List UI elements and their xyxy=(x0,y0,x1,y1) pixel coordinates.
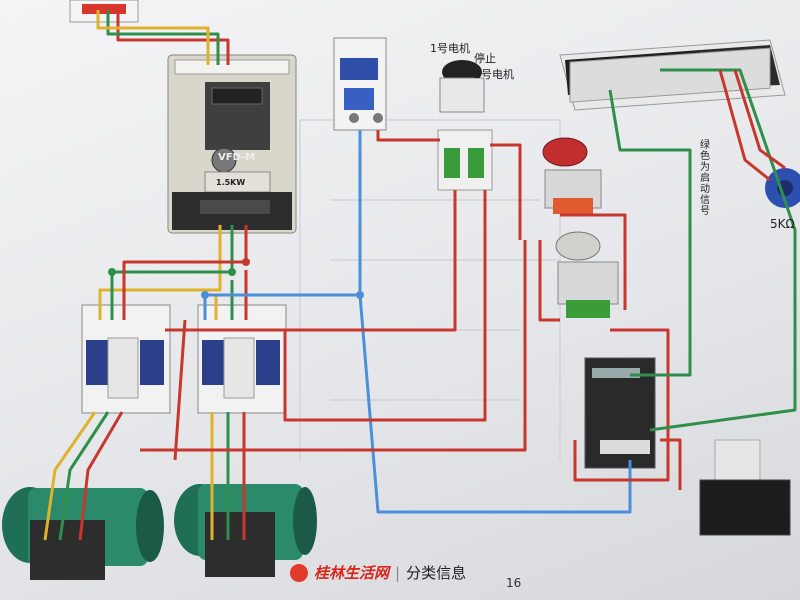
watermark-brand: 桂林生活网 xyxy=(314,564,390,582)
relay-socket xyxy=(699,439,791,536)
stop-label: 停止 xyxy=(474,52,496,65)
watermark-separator: | xyxy=(395,563,401,582)
wire-junction-dots-blue xyxy=(201,291,364,299)
green-signal-note: 绿色为启动信号 xyxy=(700,140,710,217)
watermark-category: 分类信息 xyxy=(406,564,467,582)
contactor-2 xyxy=(197,304,287,414)
circuit-breaker xyxy=(333,37,387,131)
selector-switch xyxy=(437,60,493,191)
contactor-1 xyxy=(81,304,171,414)
potentiometer-label: 5KΩ xyxy=(770,217,795,231)
control-terminal-block xyxy=(559,39,786,111)
watermark-logo-icon xyxy=(290,563,308,582)
wire-junction-dots-red xyxy=(242,258,250,266)
potentiometer xyxy=(765,168,800,208)
stop-button-red xyxy=(542,137,602,214)
page-number: 16 xyxy=(506,576,522,590)
vfd-power-label: 1.5KW xyxy=(216,178,246,187)
power-plug xyxy=(69,0,139,23)
motor2-label: 2号电机 xyxy=(474,68,514,81)
watermark: 桂林生活网 | 分类信息 xyxy=(290,562,466,583)
wires xyxy=(43,10,797,541)
vfd-model-label: VFD-M xyxy=(218,152,256,163)
start-button-green xyxy=(555,231,619,318)
vfd-inverter xyxy=(167,54,297,234)
wire-junction-dots xyxy=(108,268,236,276)
motor1-label: 1号电机 xyxy=(430,42,470,55)
motor-1 xyxy=(2,487,164,580)
